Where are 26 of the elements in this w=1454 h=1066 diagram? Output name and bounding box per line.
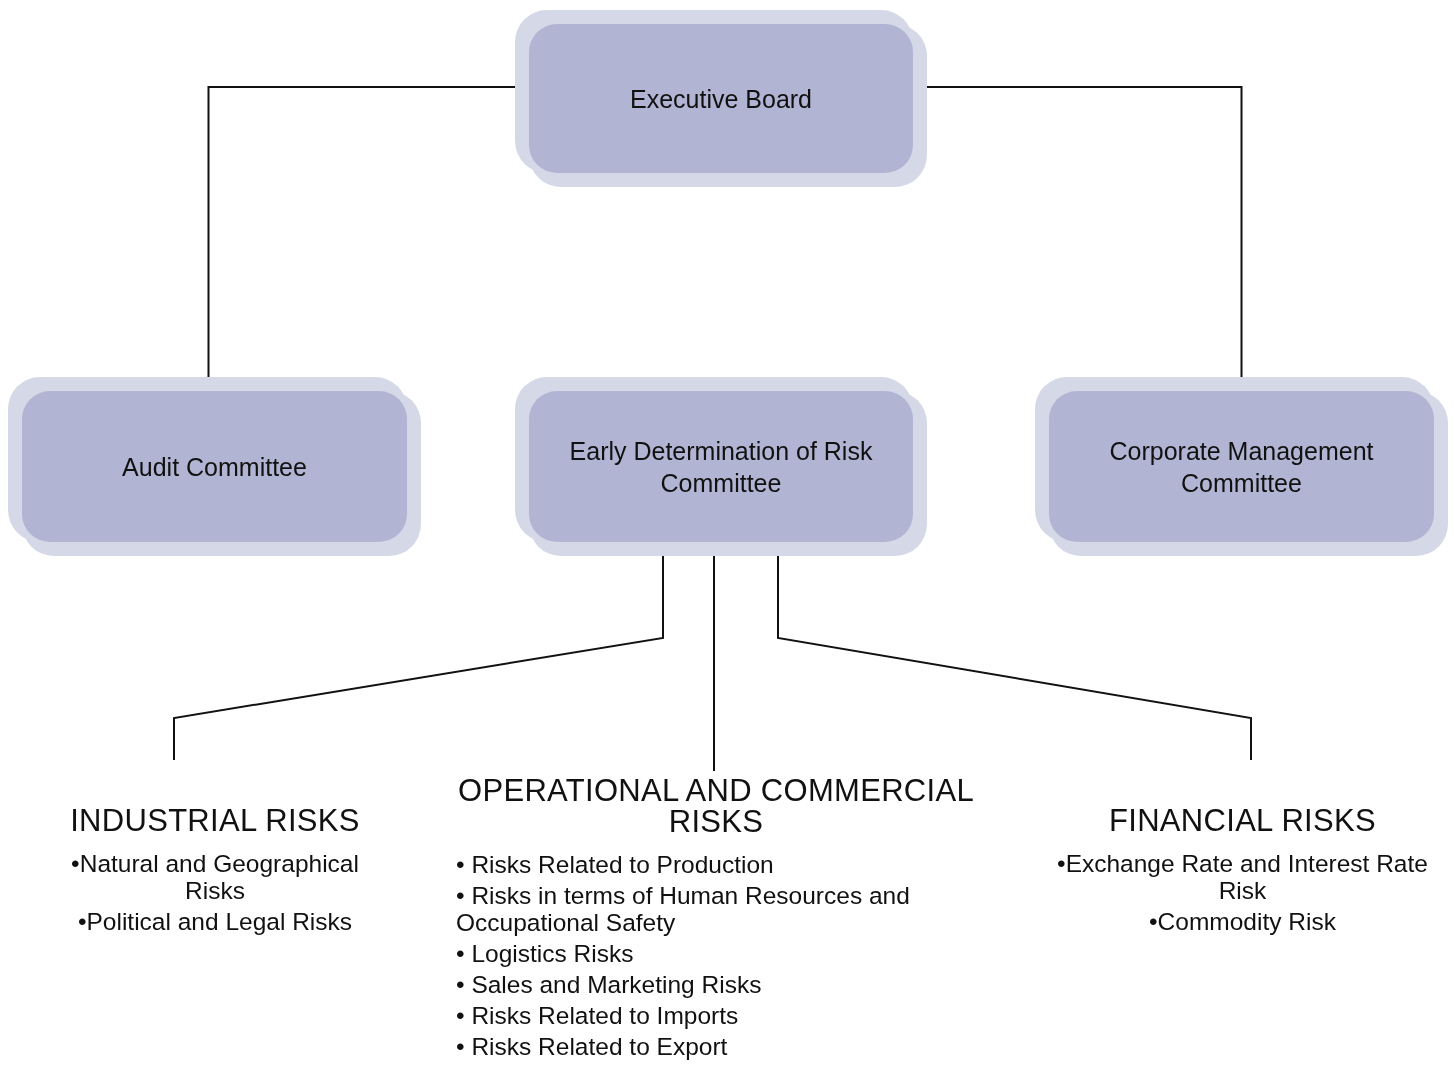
box-label: Audit Committee <box>122 451 307 483</box>
connector-line <box>173 555 664 761</box>
bullet-item: • Sales and Marketing Risks <box>456 971 762 998</box>
bullet-item: •Commodity Risk <box>1149 908 1336 935</box>
bullet-item: •Natural and Geographical Risks <box>70 850 360 904</box>
connector-line <box>777 555 1252 761</box>
bullet-item: • Logistics Risks <box>456 940 634 967</box>
bullet-item: • Risks Related to Imports <box>456 1002 739 1029</box>
category-heading: FINANCIAL RISKS <box>1109 805 1376 836</box>
bullet-item: •Exchange Rate and Interest Rate Risk <box>1056 850 1429 904</box>
box-label: Early Determination of Risk Committee <box>568 435 874 499</box>
rounded-box <box>515 377 927 556</box>
category-heading: OPERATIONAL AND COMMERCIAL RISKS <box>457 775 975 837</box>
connector-line <box>207 86 516 378</box>
bullet-item: •Political and Legal Risks <box>77 908 353 935</box>
bullet-item: • Risks in terms of Human Resources and Occupational Safety <box>456 882 911 936</box>
box-label: Corporate Management Committee <box>1108 435 1375 499</box>
rounded-box <box>8 377 421 556</box>
box-label: Executive Board <box>629 83 812 115</box>
bullet-item: • Risks Related to Production <box>456 851 774 878</box>
connector-line <box>713 555 715 772</box>
rounded-box <box>515 10 927 187</box>
connector-line <box>926 86 1243 378</box>
bullet-item: • Risks Related to Export <box>456 1033 728 1060</box>
rounded-box <box>1035 377 1448 556</box>
category-heading: INDUSTRIAL RISKS <box>70 805 360 836</box>
